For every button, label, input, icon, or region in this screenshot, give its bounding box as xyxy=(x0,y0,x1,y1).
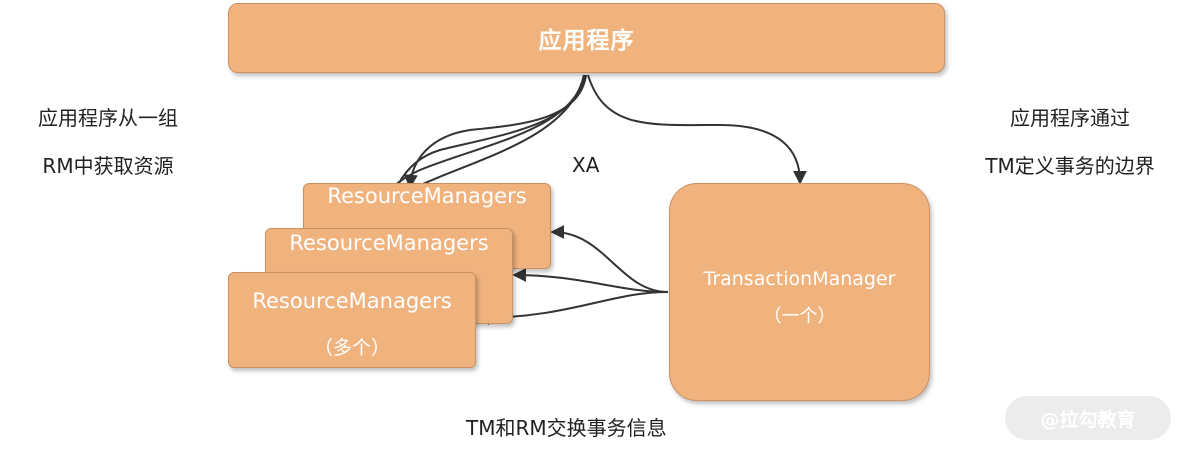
transaction-manager-box: TransactionManager （一个） xyxy=(669,183,930,401)
application-title: 应用程序 xyxy=(538,28,635,54)
resource-manager-box-front: ResourceManagers （多个） xyxy=(228,272,476,368)
transaction-manager-count: （一个） xyxy=(763,306,836,327)
arrow-app-to-tm xyxy=(587,74,807,185)
resource-manager-label-middle: ResourceManagers xyxy=(289,231,489,255)
left-note: 应用程序从一组 RM中获取资源 xyxy=(10,94,206,190)
arrow-tm-to-rm-back xyxy=(550,225,669,293)
bottom-caption: TM和RM交换事务信息 xyxy=(466,416,667,440)
right-note: 应用程序通过 TM定义事务的边界 xyxy=(962,94,1178,190)
xa-label: XA xyxy=(572,153,600,177)
left-note-line2: RM中获取资源 xyxy=(42,154,174,178)
resource-manager-label-front: ResourceManagers xyxy=(252,289,452,313)
arrow-app-to-rm-back xyxy=(403,74,587,189)
right-note-line1: 应用程序通过 xyxy=(1010,106,1130,130)
watermark-logo: @拉勾教育 xyxy=(1005,396,1171,440)
resource-manager-label-back: ResourceManagers xyxy=(327,184,527,208)
resource-manager-count: （多个） xyxy=(313,337,390,359)
left-note-line1: 应用程序从一组 xyxy=(38,106,178,130)
arrow-tm-to-rm-mid xyxy=(512,268,669,293)
application-box: 应用程序 xyxy=(228,3,945,73)
right-note-line2: TM定义事务的边界 xyxy=(985,154,1155,178)
transaction-manager-label: TransactionManager xyxy=(703,268,896,290)
